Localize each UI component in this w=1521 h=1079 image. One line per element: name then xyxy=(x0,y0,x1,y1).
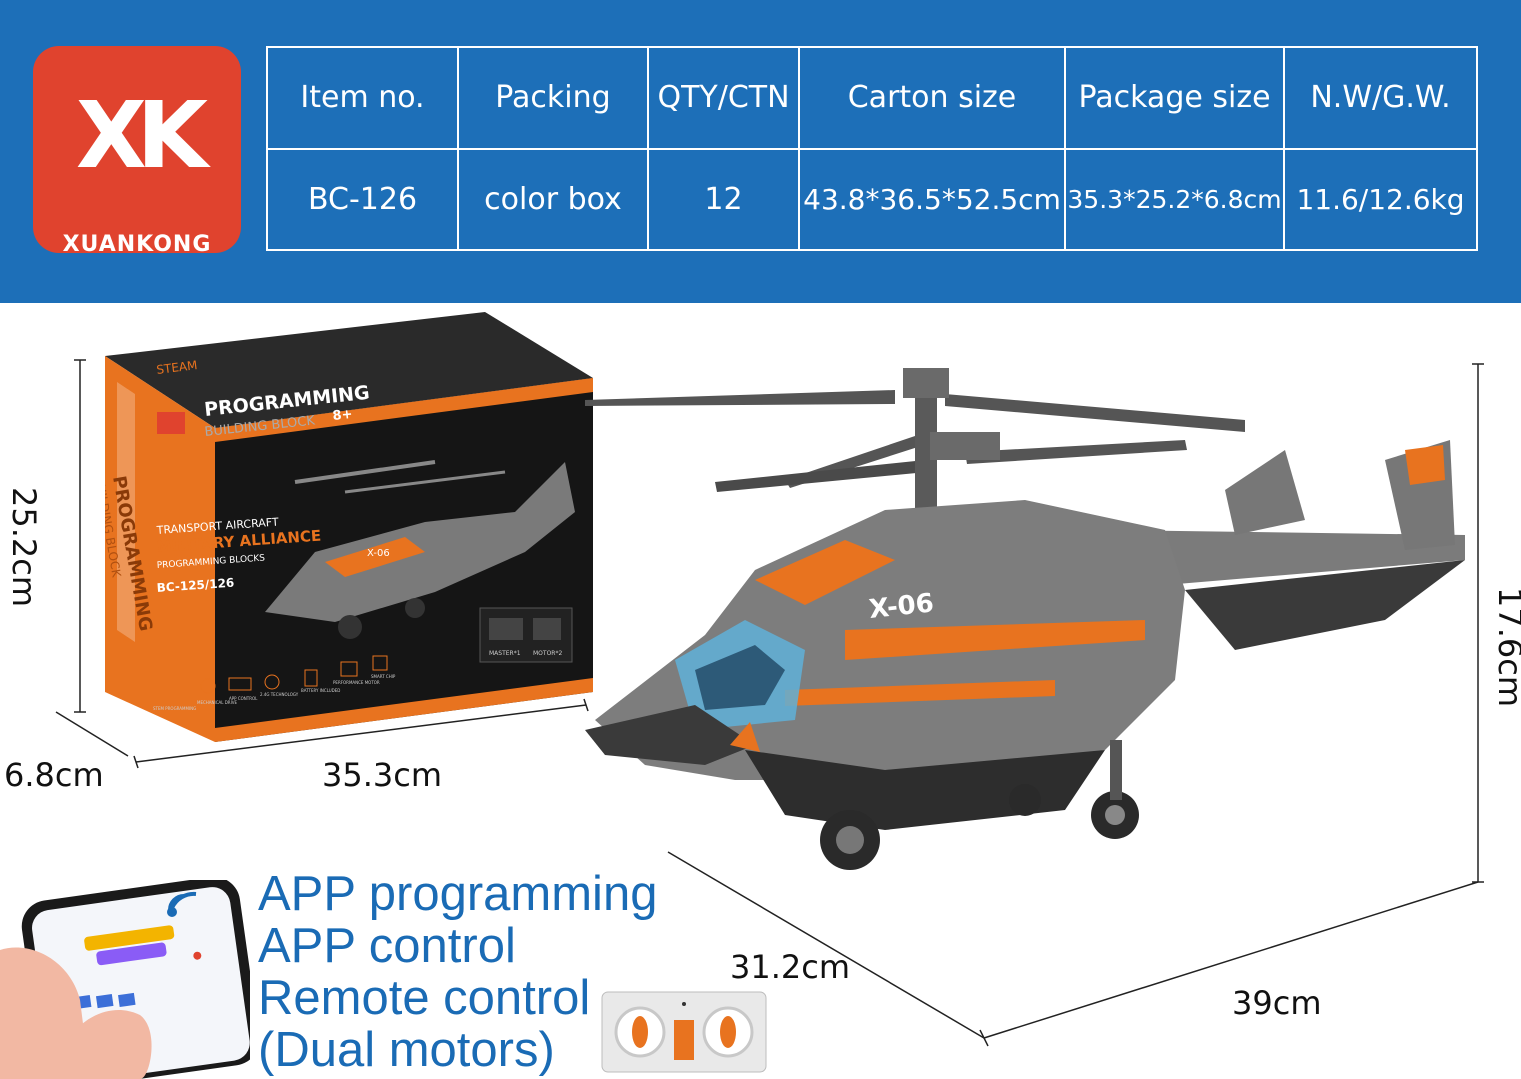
feature-item: APP control xyxy=(258,919,516,973)
spec-value-cell: color box xyxy=(457,147,649,251)
box-steam-text: STEAM xyxy=(156,358,198,377)
remote-hub-image xyxy=(601,991,767,1073)
brand-logo-mark: XK xyxy=(75,82,208,189)
box-feature-label: SMART CHIP xyxy=(371,674,396,679)
dimension-box-depth: 6.8cm xyxy=(4,756,104,794)
dimension-heli-depth: 31.2cm xyxy=(730,948,851,986)
spec-header-cell: Item no. xyxy=(266,46,459,150)
box-heli-label: X-06 xyxy=(367,548,390,559)
wifi-icon xyxy=(167,891,197,917)
spec-header-cell: QTY/CTN xyxy=(647,46,800,150)
spec-value-cell: 11.6/12.6kg xyxy=(1283,147,1478,251)
spec-value-cell: BC-126 xyxy=(266,147,459,251)
dimension-heli-length: 39cm xyxy=(1232,984,1322,1022)
brand-logo: XK XUANKONG xyxy=(33,46,241,257)
helicopter-label: X-06 xyxy=(868,588,936,625)
box-part-label: MASTER*1 xyxy=(489,650,521,657)
box-model: BC-125/126 xyxy=(156,576,234,595)
box-feature-label: 2.4G TECHNOLOGY xyxy=(260,692,299,697)
spec-header-cell: Packing xyxy=(457,46,649,150)
box-part-label: MOTOR*2 xyxy=(533,650,562,657)
box-feature-label: APP CONTROL xyxy=(229,696,258,701)
feature-item: Remote control xyxy=(258,971,591,1025)
feature-item: APP programming xyxy=(258,867,658,921)
feature-item: (Dual motors) xyxy=(258,1023,555,1077)
spec-header-cell: Package size xyxy=(1064,46,1285,150)
box-age: 8+ xyxy=(332,407,353,424)
box-feature-label: STEM PROGRAMMING xyxy=(153,706,196,711)
feature-list: APP programming APP control Remote contr… xyxy=(258,868,678,1076)
spec-value-cell: 43.8*36.5*52.5cm xyxy=(798,147,1066,251)
phone-app-image xyxy=(0,880,250,1079)
box-helicopter-image: X-06 xyxy=(265,460,575,639)
brand-name: XUANKONG xyxy=(62,232,212,257)
box-feature-label: PERFORMANCE MOTOR xyxy=(333,680,380,685)
spec-value-cell: 12 xyxy=(647,147,800,251)
dimension-box-height: 25.2cm xyxy=(5,486,44,608)
dimension-box-width: 35.3cm xyxy=(322,756,443,794)
dimension-heli-height: 17.6cm xyxy=(1491,586,1521,708)
spec-header-row: Item no. Packing QTY/CTN Carton size Pac… xyxy=(266,46,1478,150)
product-box-image: STEAM PROGRAMMING BUILDING BLOCK 8+ TRAN… xyxy=(105,312,593,742)
spec-value-cell: 35.3*25.2*6.8cm xyxy=(1064,147,1285,251)
spec-value-row: BC-126 color box 12 43.8*36.5*52.5cm 35.… xyxy=(266,147,1478,251)
spec-header-cell: Carton size xyxy=(798,46,1066,150)
box-feature-label: MECHANICAL DRIVE xyxy=(197,700,237,705)
box-feature-label: BATTERY INCLUDED xyxy=(301,688,340,693)
header-band: XK XUANKONG Item no. Packing QTY/CTN Car… xyxy=(0,0,1521,303)
spec-table: Item no. Packing QTY/CTN Carton size Pac… xyxy=(266,46,1478,251)
box-feature-icons xyxy=(162,655,388,695)
spec-header-cell: N.W/G.W. xyxy=(1283,46,1478,150)
helicopter-image: X-06 xyxy=(585,368,1465,870)
